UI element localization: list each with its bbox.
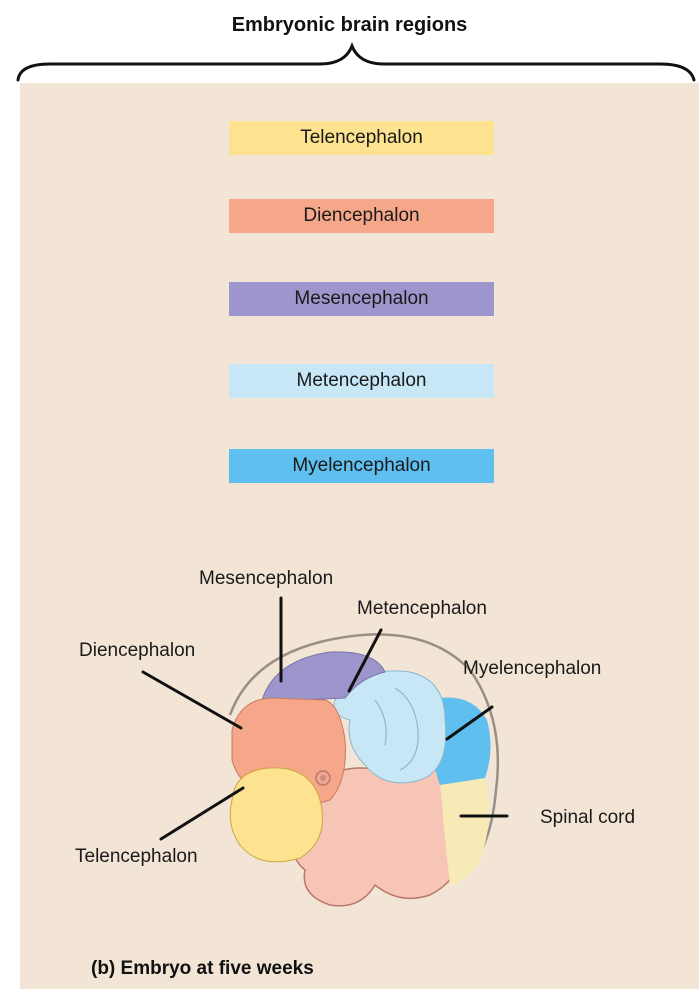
label-diencephalon: Diencephalon [79, 640, 195, 662]
label-mesencephalon: Mesencephalon [199, 568, 333, 590]
label-telencephalon: Telencephalon [75, 846, 198, 868]
label-spinal-cord: Spinal cord [540, 807, 635, 829]
figure-caption: (b) Embryo at five weeks [91, 958, 314, 980]
label-myelencephalon: Myelencephalon [463, 658, 601, 680]
telencephalon-region [230, 768, 322, 862]
label-metencephalon: Metencephalon [357, 598, 487, 620]
pointer-diencephalon [143, 672, 241, 728]
